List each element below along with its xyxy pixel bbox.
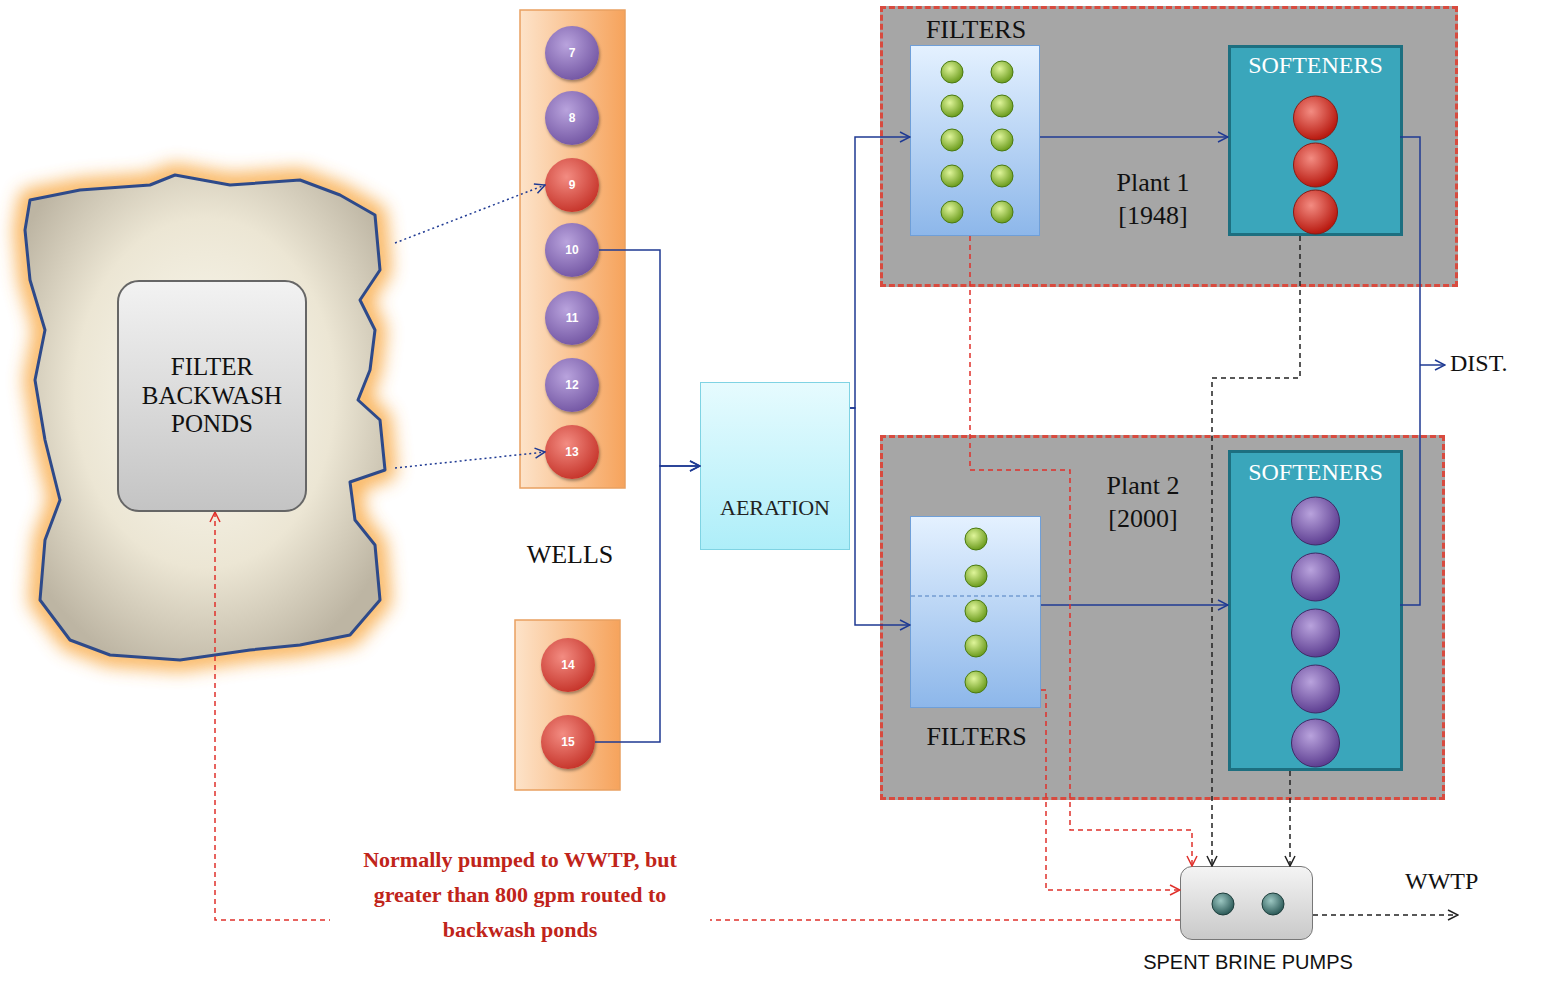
well-number: 13 [545,446,599,458]
vessel-dot [1292,665,1340,713]
well-number: 7 [545,47,599,59]
well-circle: 8 [545,91,599,145]
vessel-dot [965,565,987,587]
vessel-dot [941,129,963,151]
well-number: 8 [545,112,599,124]
vessel-dot [991,61,1013,83]
flow-connector [395,185,545,243]
well-circle: 12 [545,358,599,412]
vessel-dot [941,95,963,117]
group-label: WELLS [515,540,625,570]
well-circle: 11 [545,291,599,345]
vessel-dot [965,635,987,657]
filter-bank: FILTERS [910,45,1040,236]
well-bank [515,620,620,790]
vessel-dot [1262,893,1284,915]
node-label: FILTERS [911,722,1042,752]
equipment-symbols [1181,867,1314,941]
node-label: FILTERS [911,15,1041,45]
vessel-dot [941,61,963,83]
well-number: 14 [541,659,595,671]
vessel-dot [965,600,987,622]
equipment-symbols [911,46,1041,237]
vessel-dot [965,528,987,550]
vessel-dot [941,165,963,187]
plant-panel: Plant 2 [2000] FILTERS SOFTENERS [880,435,1445,800]
route-note: Normally pumped to WWTP, but greater tha… [330,842,710,948]
equipment-symbols [911,517,1042,709]
distribution-arrow [1420,364,1445,366]
well-number: 10 [545,244,599,256]
outlet-label: WWTP [1405,868,1515,896]
aeration-box: AERATION [700,382,850,550]
well-number: 12 [545,379,599,391]
node-label: SOFTENERS [1231,52,1400,80]
well-circle: 15 [541,715,595,769]
vessel-dot [991,201,1013,223]
well-number: 9 [545,179,599,191]
well-circle: 10 [545,223,599,277]
well-number: 11 [545,312,599,324]
vessel-dot [1294,190,1338,234]
backwash-ponds: FILTER BACKWASH PONDS [20,170,395,665]
vessel-dot [1294,96,1338,140]
wwtp-arrow [1313,914,1458,916]
vessel-dot [941,201,963,223]
softener-bank: SOFTENERS [1228,45,1403,236]
node-label: AERATION [701,495,849,520]
flow-connector [595,466,700,742]
flow-connector [599,250,700,466]
vessel-dot [1294,143,1338,187]
node-label: FILTER BACKWASH PONDS [117,280,307,512]
well-circle: 14 [541,638,595,692]
vessel-dot [1292,609,1340,657]
node-label: SOFTENERS [1231,459,1400,487]
node-label: SPENT BRINE PUMPS [1118,951,1378,974]
vessel-dot [965,671,987,693]
divider-line [911,596,1042,597]
vessel-dot [1212,893,1234,915]
well-bank [520,10,625,488]
well-circle: 7 [545,26,599,80]
vessel-dot [991,165,1013,187]
vessel-dot [991,95,1013,117]
outlet-label: DIST. [1450,350,1550,378]
flow-connector [395,452,545,468]
well-number: 15 [541,736,595,748]
equipment-symbols [1231,453,1406,774]
node-label: Plant 2 [2000] [1088,470,1198,535]
well-circle: 13 [545,425,599,479]
node-label: Plant 1 [1948] [1098,167,1208,232]
filter-bank: FILTERS [910,516,1041,708]
vessel-dot [1292,719,1340,767]
plant-panel: Plant 1 [1948] FILTERS SOFTENERS [880,6,1458,287]
vessel-dot [991,129,1013,151]
softener-bank: SOFTENERS [1228,450,1403,771]
vessel-dot [1292,497,1340,545]
pump-station: SPENT BRINE PUMPS [1180,866,1313,940]
well-circle: 9 [545,158,599,212]
vessel-dot [1292,553,1340,601]
ponds-outline [25,175,385,660]
